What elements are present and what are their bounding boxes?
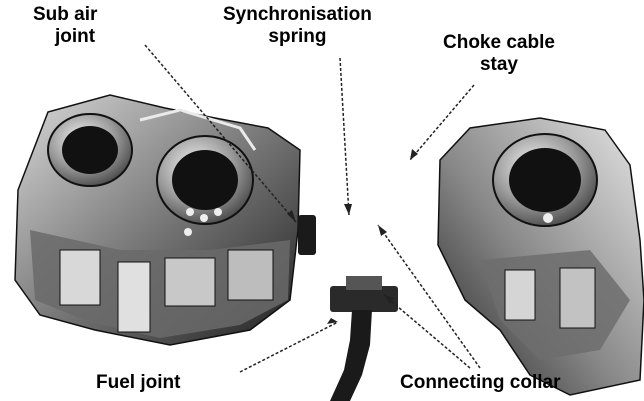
label-fuel-joint: Fuel joint [96,372,180,394]
fuel-joint-part [330,276,398,401]
label-choke-cable-stay-line-2: stay [443,54,555,76]
left-carburettor-pair [15,95,300,345]
sub-air-joint-part [298,215,316,255]
right-carburettor [438,118,644,395]
label-synchronisation-spring-line-2: spring [223,26,372,48]
label-sub-air-joint-line-1: Sub air [33,4,97,26]
label-choke-cable-stay-line-1: Choke cable [443,32,555,54]
label-synchronisation-spring-line-1: Synchronisation [223,4,372,26]
label-connecting-collar: Connecting collar [400,372,560,394]
label-synchronisation-spring: Synchronisation spring [223,4,372,48]
label-sub-air-joint-line-2: joint [33,26,97,48]
label-choke-cable-stay: Choke cable stay [443,32,555,76]
label-sub-air-joint: Sub air joint [33,4,97,48]
